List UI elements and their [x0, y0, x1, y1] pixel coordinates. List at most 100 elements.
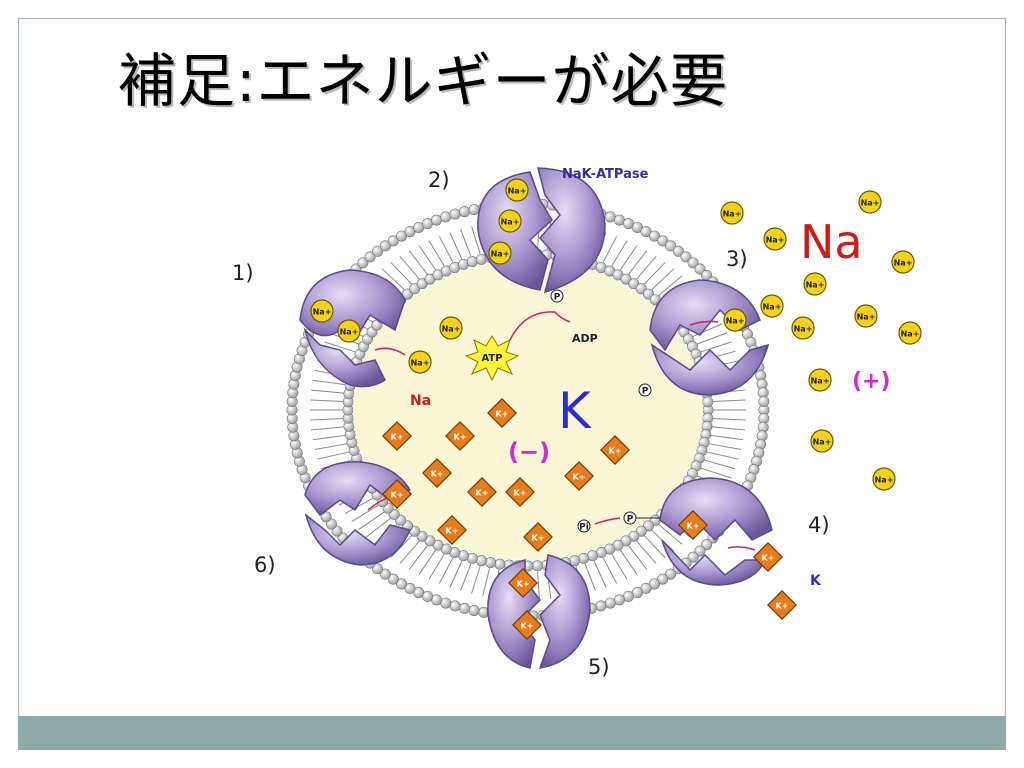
phosphates: P P P Pi: [550, 289, 660, 533]
cell-interior: [353, 260, 703, 560]
phosphate-label-2: P: [642, 387, 649, 397]
phosphate-label-1: P: [554, 293, 561, 303]
k-ion: K+: [487, 398, 517, 428]
na-ion: Na+: [803, 272, 827, 296]
k-ion: K+: [564, 461, 594, 491]
k-ion: K+: [753, 542, 783, 572]
k-ion: K+: [467, 477, 497, 507]
k-ion: K+: [382, 421, 412, 451]
atp-label: ATP: [481, 353, 502, 364]
k-outside-label: K: [810, 573, 822, 589]
svg-text:Na+: Na+: [766, 236, 785, 245]
svg-text:K+: K+: [532, 534, 545, 543]
k-ion: K+: [382, 479, 412, 509]
k-ion: K+: [505, 477, 535, 507]
svg-text:K+: K+: [496, 410, 509, 419]
svg-text:K+: K+: [446, 527, 459, 536]
k-ion: K+: [523, 522, 553, 552]
svg-text:Na+: Na+: [442, 325, 461, 334]
na-ion: Na+: [760, 294, 784, 318]
svg-text:Na+: Na+: [726, 317, 745, 326]
na-ion: Na+: [337, 319, 361, 343]
na-ion: Na+: [791, 316, 815, 340]
svg-text:Na+: Na+: [806, 281, 825, 290]
k-ion: K+: [445, 421, 475, 451]
phosphate-label-3: P: [627, 515, 634, 525]
atp-starburst: ATP: [464, 335, 520, 382]
na-ion: Na+: [723, 308, 747, 332]
charge-inside: (−): [508, 438, 550, 466]
na-ion: Na+: [498, 209, 522, 233]
svg-text:K+: K+: [517, 580, 530, 589]
svg-text:K+: K+: [573, 473, 586, 482]
na-inside-label: Na: [410, 393, 431, 409]
k-ion: K+: [600, 435, 630, 465]
na-ion: Na+: [898, 321, 922, 345]
svg-text:Na+: Na+: [857, 313, 876, 322]
svg-text:Na+: Na+: [508, 187, 527, 196]
na-ion: Na+: [310, 299, 334, 323]
phosphate-i-label: Pi: [579, 523, 589, 533]
svg-text:Na+: Na+: [491, 250, 510, 259]
step-label-1: 1): [232, 261, 254, 285]
na-ion: Na+: [488, 241, 512, 265]
k-ion: K+: [437, 515, 467, 545]
svg-text:K+: K+: [687, 522, 700, 531]
na-ion: Na+: [872, 467, 896, 491]
svg-text:K+: K+: [762, 554, 775, 563]
k-ion: K+: [512, 610, 542, 640]
svg-text:Na+: Na+: [901, 330, 920, 339]
step-label-6: 6): [254, 553, 276, 577]
svg-text:K+: K+: [431, 470, 444, 479]
na-ion: Na+: [854, 304, 878, 328]
svg-text:Na+: Na+: [723, 210, 742, 219]
na-ion: Na+: [763, 227, 787, 251]
svg-text:Na+: Na+: [861, 199, 880, 208]
svg-text:K+: K+: [391, 491, 404, 500]
pump-protein-1: [299, 269, 406, 388]
svg-text:Na+: Na+: [813, 438, 832, 447]
na-ion: Na+: [439, 316, 463, 340]
pump-protein-6: [304, 461, 412, 566]
svg-text:Na+: Na+: [794, 325, 813, 334]
k-ion: K+: [678, 510, 708, 540]
na-ion: Na+: [891, 250, 915, 274]
enzyme-label: NaK-ATPase: [562, 167, 649, 182]
step-label-5: 5): [588, 655, 610, 679]
arrows: [367, 311, 756, 551]
na-ions: Na+ Na+ Na+ Na+ Na+ Na+ Na+ Na+ Na+ Na+ Na+ Na+ Na+ N…: [310, 178, 922, 491]
svg-text:K+: K+: [776, 602, 789, 611]
k-ion: K+: [767, 590, 797, 620]
svg-text:K+: K+: [521, 622, 534, 631]
pump-protein-4: [659, 477, 773, 586]
svg-text:Na+: Na+: [875, 476, 894, 485]
svg-text:Na+: Na+: [501, 218, 520, 227]
arrow-1: [374, 347, 406, 356]
svg-text:Na+: Na+: [313, 308, 332, 317]
na-ion: Na+: [505, 178, 529, 202]
svg-text:Na+: Na+: [894, 259, 913, 268]
na-ion: Na+: [408, 350, 432, 374]
svg-text:Na+: Na+: [340, 328, 359, 337]
footer-bar: [18, 716, 1006, 750]
k-ions: K+ K+ K+ K+ K+ K+ K+ K+ K+ K+ K+ K+ K+ K+ K+ K+: [382, 398, 797, 640]
adp-label: ADP: [572, 332, 598, 345]
svg-text:K+: K+: [454, 433, 467, 442]
na-ion: Na+: [808, 368, 832, 392]
na-big-label: Na: [800, 215, 863, 269]
svg-text:K+: K+: [476, 489, 489, 498]
svg-text:Na+: Na+: [763, 303, 782, 312]
charge-outside: (+): [852, 369, 891, 394]
na-ion: Na+: [720, 201, 744, 225]
na-ion: Na+: [858, 190, 882, 214]
step-label-4: 4): [808, 513, 830, 537]
k-ion: K+: [508, 568, 538, 598]
k-big-label: K: [558, 382, 592, 440]
svg-text:K+: K+: [391, 433, 404, 442]
svg-text:Na+: Na+: [811, 377, 830, 386]
svg-text:K+: K+: [609, 447, 622, 456]
k-ion: K+: [422, 458, 452, 488]
svg-text:K+: K+: [514, 489, 527, 498]
pump-protein-5: [487, 554, 591, 669]
